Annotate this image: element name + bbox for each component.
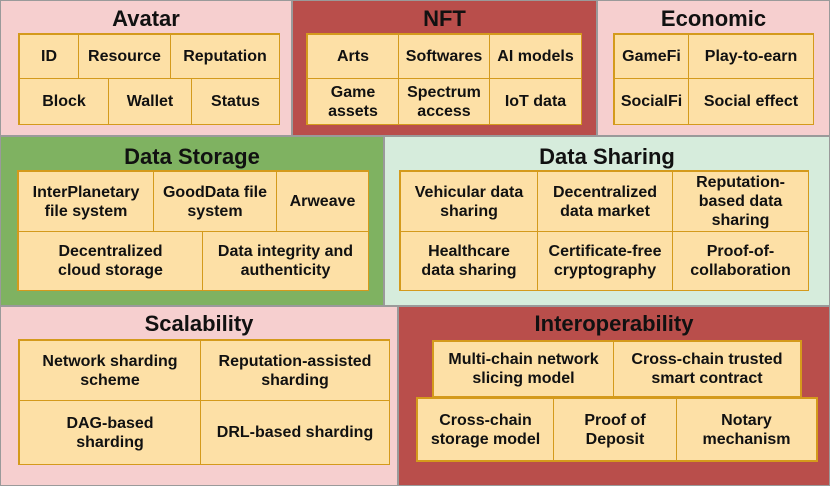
economic-item-play-to-earn: Play-to-earn <box>688 34 814 79</box>
avatar-item-reputation: Reputation <box>170 34 280 79</box>
data-sharing-item-certificate-free: Certificate-free cryptography <box>537 231 673 291</box>
data-storage-item-ipfs: InterPlanetary file system <box>18 171 154 232</box>
data-storage-item-data-integrity: Data integrity and authenticity <box>202 231 369 291</box>
data-sharing-item-vehicular: Vehicular data sharing <box>400 171 538 232</box>
data-sharing-grid: Vehicular data sharing Decentralized dat… <box>399 170 809 291</box>
data-sharing-item-reputation-based: Reputation- based data sharing <box>672 171 809 232</box>
data-storage-item-arweave: Arweave <box>276 171 369 232</box>
data-storage-panel: Data Storage InterPlanetary file system … <box>0 136 384 306</box>
scalability-panel: Scalability Network sharding scheme Repu… <box>0 306 398 486</box>
nft-panel: NFT Arts Softwares AI models Game assets… <box>292 0 597 136</box>
interoperability-item-cross-chain-contract: Cross-chain trusted smart contract <box>613 341 801 397</box>
avatar-grid: ID Resource Reputation Block Wallet Stat… <box>18 33 280 125</box>
avatar-item-block: Block <box>19 78 109 125</box>
avatar-panel: Avatar ID Resource Reputation Block Wall… <box>0 0 292 136</box>
scalability-item-dag-based: DAG-based sharding <box>19 400 201 465</box>
interoperability-title: Interoperability <box>534 311 694 336</box>
data-storage-grid: InterPlanetary file system GoodData file… <box>17 170 369 291</box>
nft-item-iot-data: IoT data <box>489 78 582 125</box>
scalability-title: Scalability <box>144 311 254 336</box>
avatar-item-status: Status <box>191 78 280 125</box>
economic-item-socialfi: SocialFi <box>614 78 689 125</box>
interoperability-grid-top: Multi-chain network slicing model Cross-… <box>432 340 802 398</box>
data-sharing-item-decentralized-market: Decentralized data market <box>537 171 673 232</box>
interoperability-item-multi-chain: Multi-chain network slicing model <box>433 341 614 397</box>
scalability-item-network-sharding: Network sharding scheme <box>19 340 201 401</box>
nft-item-game-assets: Game assets <box>307 78 399 125</box>
interoperability-item-notary: Notary mechanism <box>676 398 817 461</box>
data-sharing-title: Data Sharing <box>539 144 675 169</box>
avatar-title: Avatar <box>112 6 180 31</box>
scalability-item-drl-based: DRL-based sharding <box>200 400 390 465</box>
economic-grid: GameFi Play-to-earn SocialFi Social effe… <box>613 33 814 125</box>
economic-item-gamefi: GameFi <box>614 34 689 79</box>
nft-item-spectrum-access: Spectrum access <box>398 78 490 125</box>
data-storage-item-decentralized-cloud: Decentralized cloud storage <box>18 231 203 291</box>
data-storage-title: Data Storage <box>124 144 260 169</box>
data-sharing-panel: Data Sharing Vehicular data sharing Dece… <box>384 136 830 306</box>
nft-item-ai-models: AI models <box>489 34 582 79</box>
data-sharing-item-proof-of-collaboration: Proof-of- collaboration <box>672 231 809 291</box>
data-storage-item-gooddata: GoodData file system <box>153 171 277 232</box>
avatar-item-id: ID <box>19 34 79 79</box>
nft-item-softwares: Softwares <box>398 34 490 79</box>
scalability-item-reputation-assisted: Reputation-assisted sharding <box>200 340 390 401</box>
nft-title: NFT <box>423 6 466 31</box>
avatar-item-wallet: Wallet <box>108 78 192 125</box>
economic-panel: Economic GameFi Play-to-earn SocialFi So… <box>597 0 830 136</box>
data-sharing-item-healthcare: Healthcare data sharing <box>400 231 538 291</box>
interoperability-grid-bottom: Cross-chain storage model Proof of Depos… <box>416 397 818 462</box>
economic-item-social-effect: Social effect <box>688 78 814 125</box>
nft-item-arts: Arts <box>307 34 399 79</box>
nft-grid: Arts Softwares AI models Game assets Spe… <box>306 33 582 125</box>
avatar-item-resource: Resource <box>78 34 171 79</box>
interoperability-item-proof-of-deposit: Proof of Deposit <box>553 398 677 461</box>
interoperability-panel: Interoperability Multi-chain network sli… <box>398 306 830 486</box>
interoperability-item-cross-chain-storage: Cross-chain storage model <box>417 398 554 461</box>
scalability-grid: Network sharding scheme Reputation-assis… <box>18 339 390 465</box>
economic-title: Economic <box>660 6 767 31</box>
